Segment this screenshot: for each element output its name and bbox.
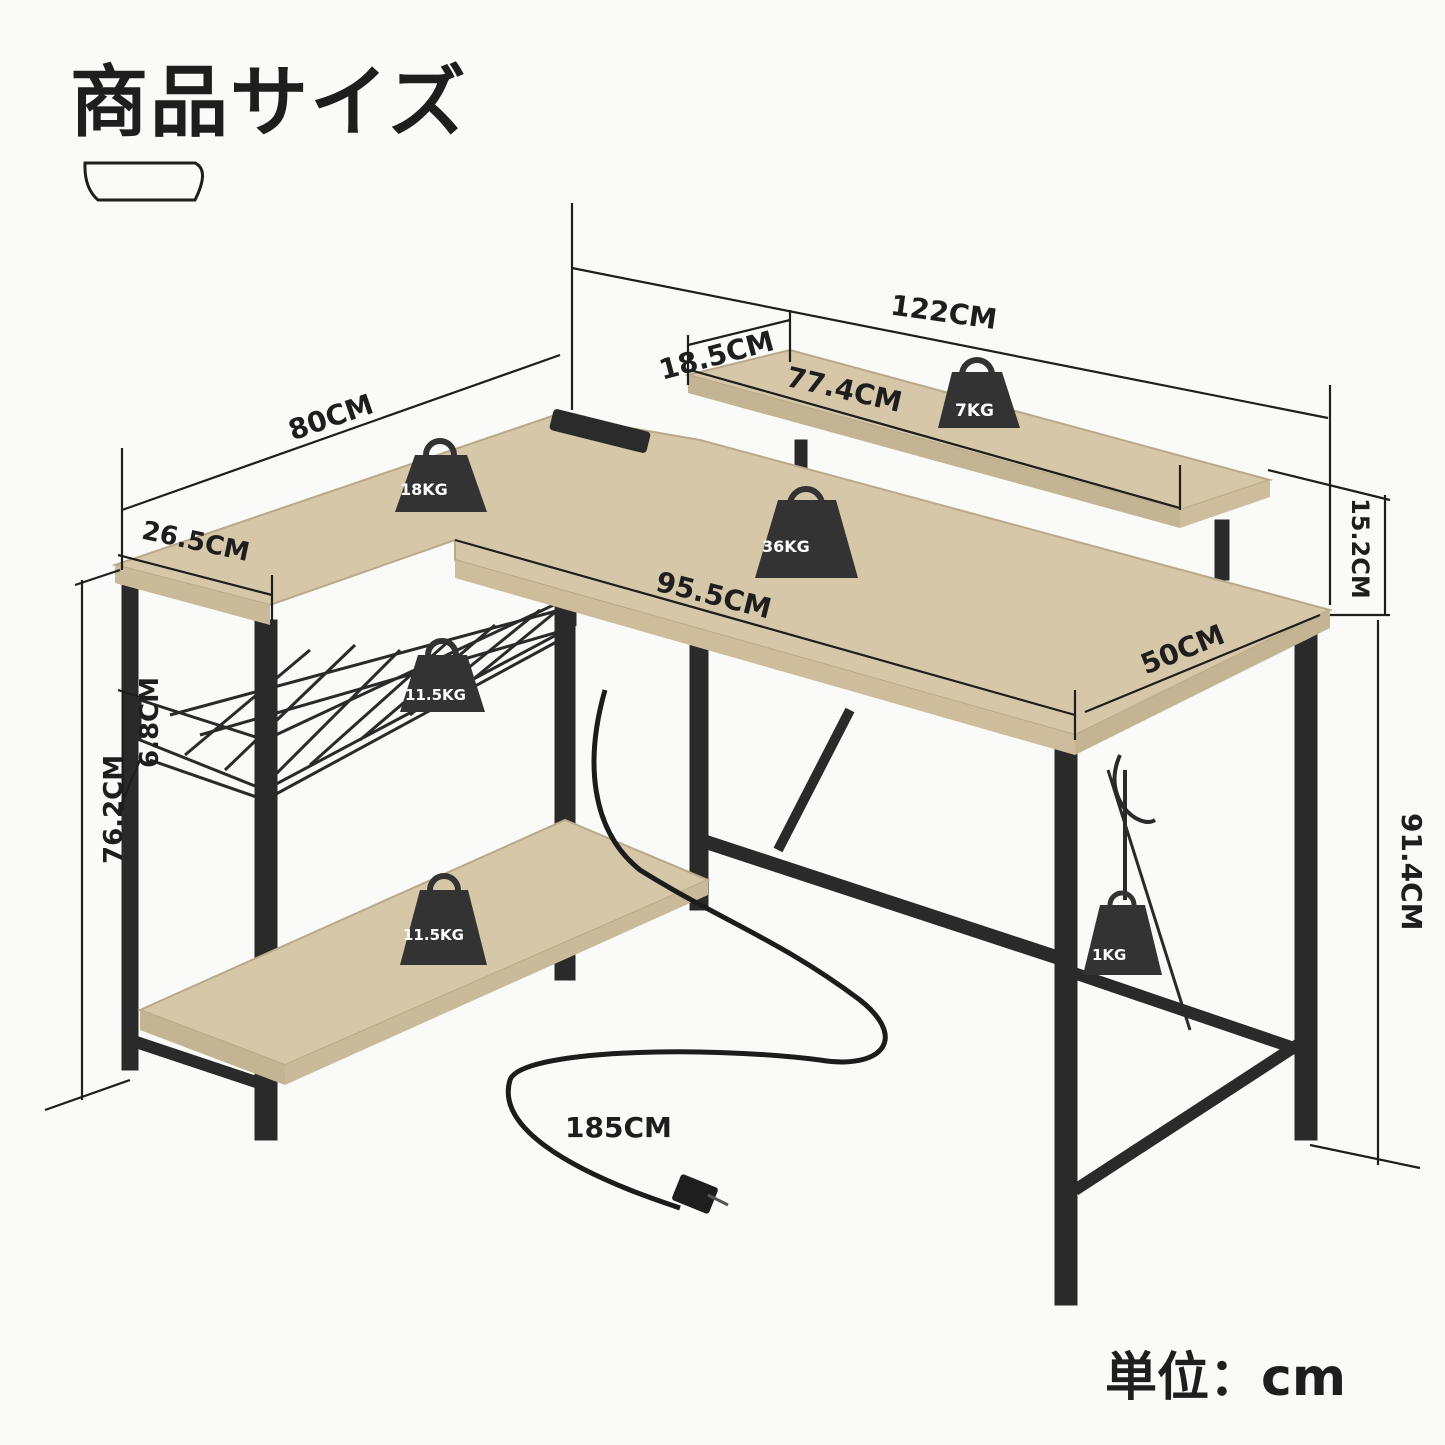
unit-label: 単位：cm [1105, 1348, 1347, 1408]
weight-main-top-icon [755, 486, 858, 578]
power-strip [549, 409, 651, 453]
weight-basket-label: 11.5KG [405, 686, 466, 704]
dimension-lines [44, 203, 1421, 1170]
plug-icon [672, 1174, 729, 1214]
page-title: 商品サイズ [70, 58, 468, 148]
hook-and-chain [1106, 754, 1192, 1031]
dim-basket-height: 6.8CM [135, 677, 165, 768]
title-underline-decoration [83, 161, 204, 202]
power-cable [505, 689, 888, 1211]
weight-top-shelf-icon [938, 357, 1020, 428]
leg-mid-front [689, 639, 709, 911]
dim-cable-length: 185CM [565, 1111, 672, 1144]
weight-main-top-label: 36KG [762, 537, 810, 556]
weight-hook-label: 1KG [1092, 946, 1126, 964]
dim-side-length: 80CM [284, 387, 377, 447]
weight-hook-icon [1083, 890, 1162, 975]
monitor-riser [684, 348, 1274, 528]
weight-bottom-shelf-label: 11.5KG [403, 926, 464, 944]
leg-right-front [1054, 744, 1078, 1306]
dim-total-height: 91.4CM [1395, 813, 1428, 931]
dim-desk-height: 76.2CM [99, 755, 129, 864]
weight-side-top-label: 18KG [400, 480, 448, 499]
weight-bottom-shelf-icon [400, 873, 487, 965]
weight-basket-icon [400, 638, 485, 712]
dim-top-shelf-width: 122CM [889, 289, 999, 337]
weight-side-top-icon [395, 438, 487, 512]
leg-right-back [1294, 629, 1318, 1141]
wire-basket [138, 592, 577, 802]
dim-riser-height: 15.2CM [1346, 498, 1374, 599]
weight-top-shelf-label: 7KG [955, 401, 994, 421]
